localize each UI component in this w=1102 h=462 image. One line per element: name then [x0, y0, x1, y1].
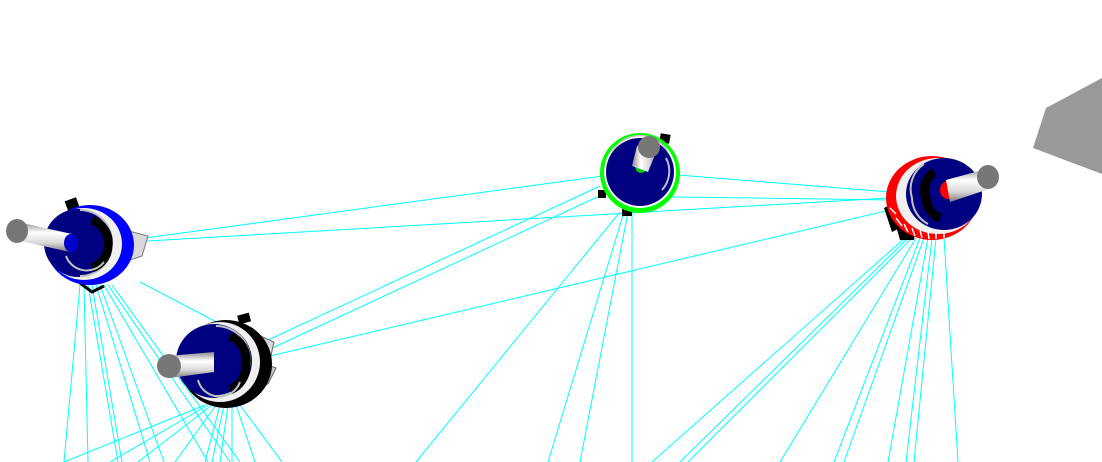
- arm-tip: [6, 219, 28, 243]
- robot-blue[interactable]: [6, 197, 149, 294]
- sensor-rays: [63, 174, 959, 462]
- robot-green[interactable]: [598, 133, 680, 216]
- arm-tip: [157, 354, 181, 378]
- robot-red[interactable]: [884, 156, 999, 240]
- obstacle-shape: [1033, 78, 1102, 174]
- arm-tip: [638, 136, 660, 158]
- robot-black[interactable]: [157, 312, 277, 408]
- arm-tip: [977, 165, 999, 189]
